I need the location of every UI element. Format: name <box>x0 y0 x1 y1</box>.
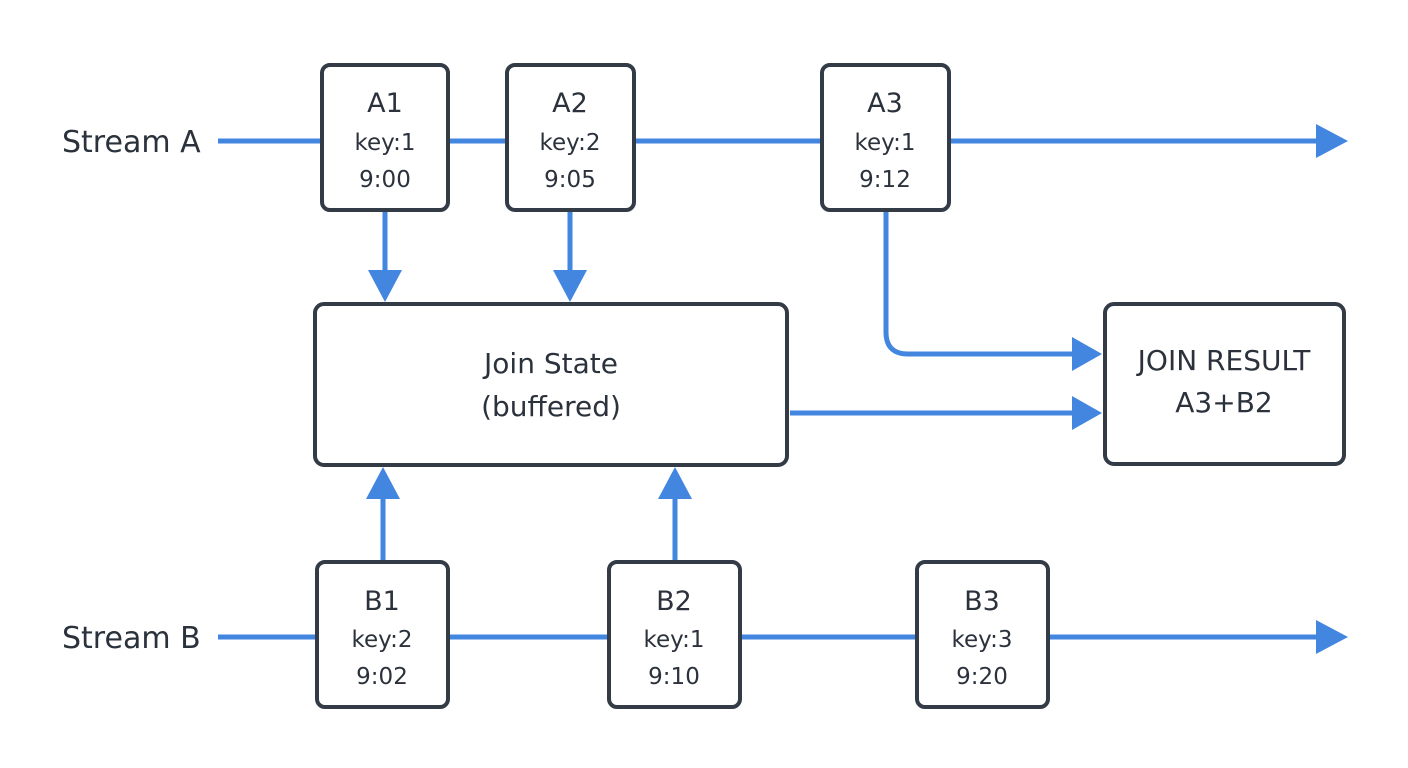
event-time: 9:02 <box>356 664 408 690</box>
event-name: A2 <box>552 88 588 119</box>
event-name: A3 <box>867 88 903 119</box>
event-time: 9:20 <box>956 664 1008 690</box>
event-box-a2: A2 key:2 9:05 <box>505 63 636 212</box>
event-time: 9:10 <box>648 664 700 690</box>
event-box-a3: A3 key:1 9:12 <box>820 63 951 212</box>
stream-a-label: Stream A <box>62 125 201 160</box>
event-key: key:1 <box>644 627 705 653</box>
event-time: 9:00 <box>359 167 411 193</box>
event-box-b3: B3 key:3 9:20 <box>915 560 1050 709</box>
event-name: B3 <box>964 586 1000 617</box>
join-result-pair: A3+B2 <box>1175 386 1272 419</box>
event-name: A1 <box>367 88 403 119</box>
join-state-box: Join State (buffered) <box>313 302 789 467</box>
join-state-title: Join State <box>482 347 618 380</box>
arrow-a3-to-join-result <box>883 212 1102 371</box>
event-box-b1: B1 key:2 9:02 <box>315 560 450 709</box>
event-key: key:3 <box>952 627 1013 653</box>
event-box-a1: A1 key:1 9:00 <box>320 63 450 212</box>
arrow-b1-to-join-state <box>366 467 400 560</box>
arrow-join-state-to-join-result <box>790 396 1102 430</box>
join-state-subtitle: (buffered) <box>481 390 621 423</box>
arrow-b2-to-join-state <box>658 467 692 560</box>
join-result-box: JOIN RESULT A3+B2 <box>1103 302 1346 466</box>
event-key: key:1 <box>855 130 916 156</box>
stream-b-label: Stream B <box>62 621 201 656</box>
event-time: 9:05 <box>544 167 596 193</box>
event-key: key:1 <box>355 130 416 156</box>
event-box-b2: B2 key:1 9:10 <box>607 560 742 709</box>
event-time: 9:12 <box>859 167 911 193</box>
event-name: B1 <box>364 586 400 617</box>
arrow-a1-to-join-state <box>368 212 402 302</box>
arrow-a2-to-join-state <box>553 212 587 302</box>
join-result-title: JOIN RESULT <box>1136 344 1312 377</box>
event-key: key:2 <box>352 627 413 653</box>
event-name: B2 <box>656 586 692 617</box>
event-key: key:2 <box>540 130 601 156</box>
